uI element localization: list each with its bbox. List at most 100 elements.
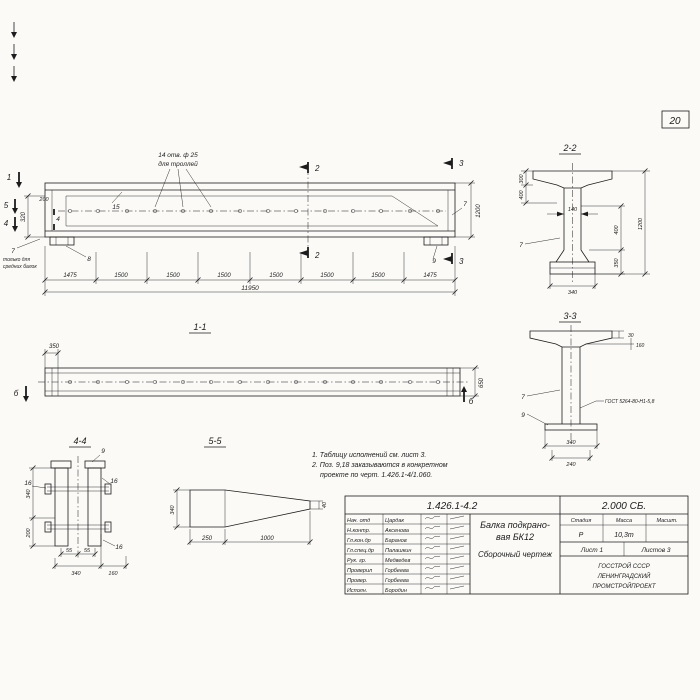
dim-label-30: 30 bbox=[628, 333, 634, 339]
dim-chain-6: 1500 bbox=[371, 273, 385, 279]
detail-4-4: 4-4 9 16 16 16 340 bbox=[24, 436, 129, 577]
weld-note-text: ГОСТ 5264-80-Н1-5,8 bbox=[605, 399, 655, 405]
dim-total-11950: 11950 bbox=[241, 285, 259, 292]
dim-chain-5: 1500 bbox=[320, 273, 334, 279]
pos-label-9: 9 bbox=[432, 258, 436, 265]
s22-dim-340: 340 bbox=[547, 274, 598, 296]
staff-name-5: Горбеева bbox=[385, 568, 409, 574]
cut-label-5: 5 bbox=[4, 201, 9, 210]
dim-label-340-v: 340 bbox=[26, 488, 32, 498]
middle-beams-note: 7 только для средних балок bbox=[3, 238, 41, 270]
sheets-label: Листов 3 bbox=[640, 547, 670, 554]
d55-dim-340: 340 bbox=[170, 487, 190, 530]
org-line1: ГОССТРОЙ СССР bbox=[598, 562, 650, 570]
staff-name-3: Палашкин bbox=[385, 548, 411, 554]
cut-label-1: 1 bbox=[7, 173, 11, 182]
cut-label-2-bottom: 2 bbox=[314, 251, 320, 260]
staff-role-3: Гл.спец.др bbox=[347, 548, 374, 554]
cut-mark-b: б б bbox=[14, 386, 474, 406]
staff-name-2: Баранов bbox=[385, 538, 407, 544]
s33-pos-7: 7 bbox=[521, 394, 525, 401]
dim-chain: 1475 1500 1500 1500 1500 1500 1500 1475 … bbox=[42, 246, 458, 296]
section-3-3: 3-3 30 160 7 9 ГОСТ 5264-80-Н1-5,8 bbox=[521, 311, 654, 468]
organization: ГОССТРОЙ СССР ЛЕНИНГРАДСКИЙ ПРОМСТРОЙПРО… bbox=[593, 562, 657, 590]
dim-label-160-b: 160 bbox=[108, 571, 118, 577]
section-2-2-title: 2-2 bbox=[562, 143, 576, 153]
d44-pos-16b: 16 bbox=[110, 478, 118, 485]
detail-4-4-title: 4-4 bbox=[73, 436, 86, 446]
d44-bottom-dims: 55 55 340 160 bbox=[52, 534, 129, 577]
dim-label-650: 650 bbox=[479, 377, 485, 388]
cut-mark-5: 5 bbox=[4, 199, 18, 214]
staff-role-4: Рук. гр. bbox=[347, 558, 366, 564]
note-line2: средних балок bbox=[3, 264, 37, 270]
s22-right-inner-dims: 400 350 bbox=[581, 203, 625, 277]
dim-label-350: 350 bbox=[614, 257, 620, 267]
s33-bottom-dims: 340 240 bbox=[542, 430, 600, 468]
cut-label-3-bottom: 3 bbox=[459, 257, 464, 266]
col-scale: Масшт. bbox=[656, 518, 677, 524]
sheet-numbers: Лист 1 Листов 3 bbox=[560, 542, 688, 557]
left-support bbox=[49, 236, 75, 246]
dim-chain-4: 1500 bbox=[269, 273, 283, 279]
dim-label-55a: 55 bbox=[66, 548, 73, 554]
org-line3: ПРОМСТРОЙПРОЕКТ bbox=[593, 582, 657, 590]
staff-role-7: Исполн. bbox=[347, 588, 367, 594]
dim-label-320: 320 bbox=[21, 211, 27, 222]
dim-label-400-left: 400 bbox=[519, 189, 525, 199]
d44-pos-16c: 16 bbox=[115, 544, 123, 551]
detail-5-5: 5-5 340 40 250 1 bbox=[170, 436, 328, 545]
beam-outline bbox=[44, 182, 456, 238]
section-2-2: 2-2 300 400 140 bbox=[519, 143, 650, 296]
cut-label-4: 4 bbox=[4, 219, 9, 228]
cut-label-2-top: 2 bbox=[314, 164, 320, 173]
s22-left-dims: 300 400 bbox=[519, 168, 557, 206]
right-support bbox=[423, 236, 449, 246]
main-elevation-view: 14 отв. ф 25 для троллей 2 2 3 3 bbox=[3, 152, 482, 296]
staff-name-1: Аксенова bbox=[384, 528, 409, 534]
dim-label-300: 300 bbox=[519, 173, 525, 183]
dim-1200: 1200 bbox=[455, 180, 482, 240]
detail-5-5-title: 5-5 bbox=[208, 436, 222, 446]
staff-role-6: Провер. bbox=[347, 578, 368, 584]
stage-value: Р bbox=[579, 532, 584, 539]
sheet-label: Лист 1 bbox=[580, 547, 604, 554]
doc-number: 1.426.1-4.2 bbox=[427, 501, 478, 512]
dim-label-55b: 55 bbox=[84, 548, 91, 554]
view-1-1-title: 1-1 bbox=[193, 322, 206, 332]
staff-name-4: Медведев bbox=[385, 558, 410, 564]
dim-label-1200: 1200 bbox=[476, 204, 482, 218]
dim-label-340-s22: 340 bbox=[568, 290, 578, 296]
d44-left-dims: 340 200 bbox=[26, 465, 55, 549]
callout-text-line1: 14 отв. ф 25 bbox=[158, 152, 198, 159]
holes-callout: 14 отв. ф 25 для троллей bbox=[154, 152, 212, 208]
staff-role-0: Нач. отд bbox=[347, 518, 370, 524]
stage-mass-scale: Стадия Масса Масшт. Р 10,3т bbox=[560, 514, 688, 543]
d55-bottom-dims: 250 1000 bbox=[187, 511, 313, 545]
staff-role-1: Н.контр. bbox=[347, 528, 370, 534]
v11-dim-350: 350 bbox=[42, 344, 61, 368]
s22-dim-1200: 1200 bbox=[595, 168, 650, 277]
page-number-box: 20 bbox=[661, 110, 690, 129]
section-3-3-title: 3-3 bbox=[563, 311, 576, 321]
d44-pos-16a: 16 bbox=[24, 480, 32, 487]
staff-role-5: Проверил bbox=[347, 568, 372, 574]
note-line1: только для bbox=[3, 257, 30, 263]
s33-weld-note: ГОСТ 5264-80-Н1-5,8 bbox=[579, 399, 655, 409]
title-block: 1.426.1-4.2 2.000 СБ. Нач. отд Цардак Н.… bbox=[344, 495, 689, 595]
note-1: 1. Таблицу исполнений см. лист 3. bbox=[312, 451, 426, 459]
note-pos-7: 7 bbox=[11, 248, 15, 255]
col-stage: Стадия bbox=[571, 518, 592, 524]
col-mass: Масса bbox=[616, 518, 632, 524]
dim-320: 320 bbox=[21, 193, 45, 240]
staff-name-6: Горбеева bbox=[385, 578, 409, 584]
pos-label-15: 15 bbox=[112, 204, 120, 211]
drawing-title-line1: Балка подкрано- bbox=[480, 520, 550, 530]
staff-name-7: Бородин bbox=[385, 588, 407, 594]
page-number: 20 bbox=[668, 116, 681, 127]
s22-dim-140: 140 bbox=[547, 207, 598, 217]
dim-label-1000: 1000 bbox=[260, 536, 274, 542]
dim-label-200: 200 bbox=[38, 197, 49, 203]
